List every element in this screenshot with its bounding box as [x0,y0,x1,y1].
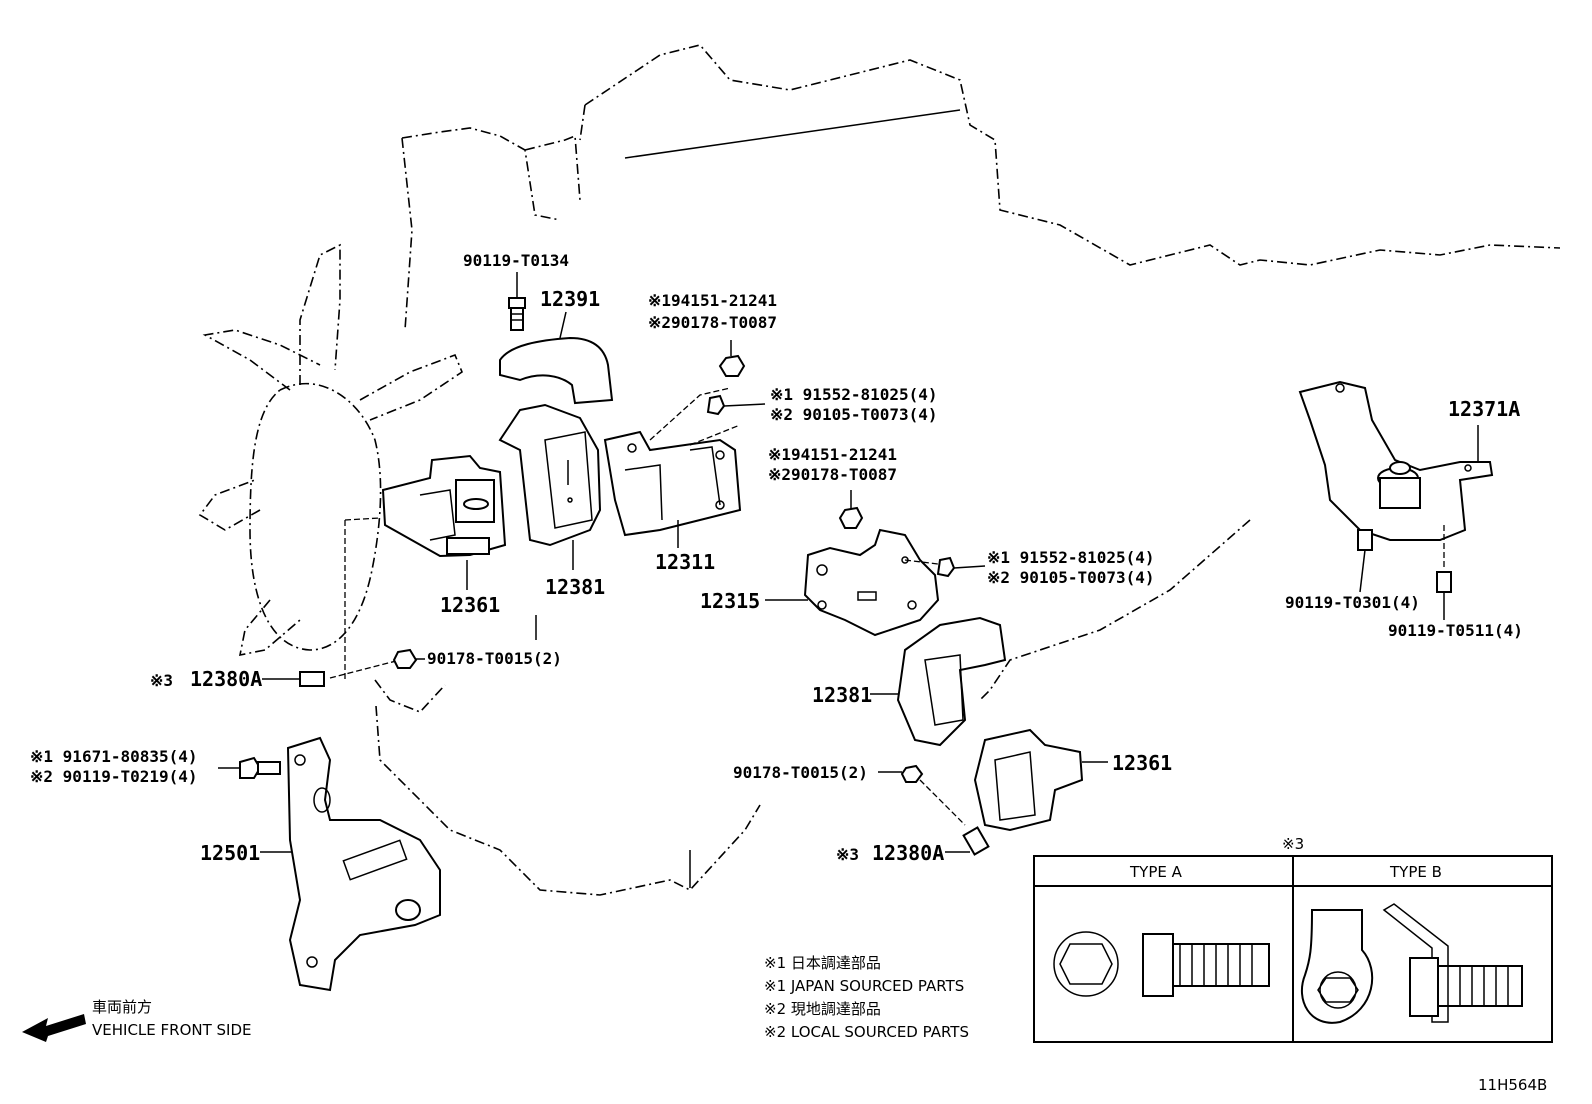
diagram-id: 11H564B [1478,1076,1547,1094]
label-top-bolt: 90119-T0134 [463,251,569,270]
cover-12381-right [870,616,1007,747]
label-bracket-left: 12311 [655,550,715,574]
top-bolt-90119-T0134 [508,272,526,331]
label-stud-left: 12380A [190,667,262,691]
stud-left [262,659,401,687]
engine-outline [375,44,1561,896]
label-stud-right: 12380A [872,841,944,865]
cooling-fan [198,243,463,713]
note-2-en: ※2 LOCAL SOURCED PARTS [764,1023,969,1041]
type-table-title: ※3 [1282,835,1304,853]
type-table [1033,855,1553,1043]
label-nut-left: 90178-T0015(2) [427,649,562,668]
label-stud-left-prefix: ※3 [150,671,173,690]
label-lower-bracket: 12501 [200,841,260,865]
mount-12361-right [973,728,1108,832]
label-nut-right: 90178-T0015(2) [733,763,868,782]
label-rear-bolt-1: 90119-T0301(4) [1285,593,1420,612]
label-lower-bolt-1: ※1 91671-80835(4) [30,747,198,766]
label-lower-bolt-2: ※2 90119-T0219(4) [30,767,198,786]
bolt-mid [904,556,986,578]
label-cover-left: 12381 [545,575,605,599]
label-nut-top-1: ※194151-21241 [648,291,777,310]
label-nut-mid-1: ※194151-21241 [768,445,897,464]
label-rear-mount: 12371A [1448,397,1520,421]
note-1-jp: ※1 日本調達部品 [764,954,881,972]
lower-bracket-12501 [260,736,441,992]
rear-bolts [1357,529,1452,620]
label-mount-right: 12361 [1112,751,1172,775]
label-bracket-right: 12315 [700,589,760,613]
cover-12381-left [498,403,602,570]
stud-right [945,826,990,856]
bracket-12311 [603,387,742,548]
direction-en: VEHICLE FRONT SIDE [92,1021,252,1039]
cover-12391 [499,311,614,405]
label-bolt-mid-1: ※1 91552-81025(4) [987,548,1155,567]
front-direction-arrow-icon [22,1014,86,1042]
note-1-en: ※1 JAPAN SOURCED PARTS [764,977,964,995]
mount-12361-left [381,454,507,590]
label-mount-left: 12361 [440,593,500,617]
label-nut-top-2: ※290178-T0087 [648,313,777,332]
bolt-upper [706,394,766,416]
type-b-label: TYPE B [1389,863,1442,881]
bracket-12315 [765,528,940,637]
label-nut-mid-2: ※290178-T0087 [768,465,897,484]
nut-mid [838,490,864,529]
label-bolt-upper-1: ※1 91552-81025(4) [770,385,938,404]
label-cover-top: 12391 [540,287,600,311]
label-bolt-mid-2: ※2 90105-T0073(4) [987,568,1155,587]
note-2-jp: ※2 現地調達部品 [764,1000,881,1018]
direction-jp: 車両前方 [92,998,152,1016]
label-stud-right-prefix: ※3 [836,845,859,864]
lower-bolt [218,756,281,779]
type-a-label: TYPE A [1129,863,1183,881]
rear-mount-12371A [1298,380,1494,570]
label-cover-right: 12381 [812,683,872,707]
label-rear-bolt-2: 90119-T0511(4) [1388,621,1523,640]
nut-upper [718,340,746,377]
label-bolt-upper-2: ※2 90105-T0073(4) [770,405,938,424]
nut-right [878,764,966,826]
nut-left [344,517,425,680]
